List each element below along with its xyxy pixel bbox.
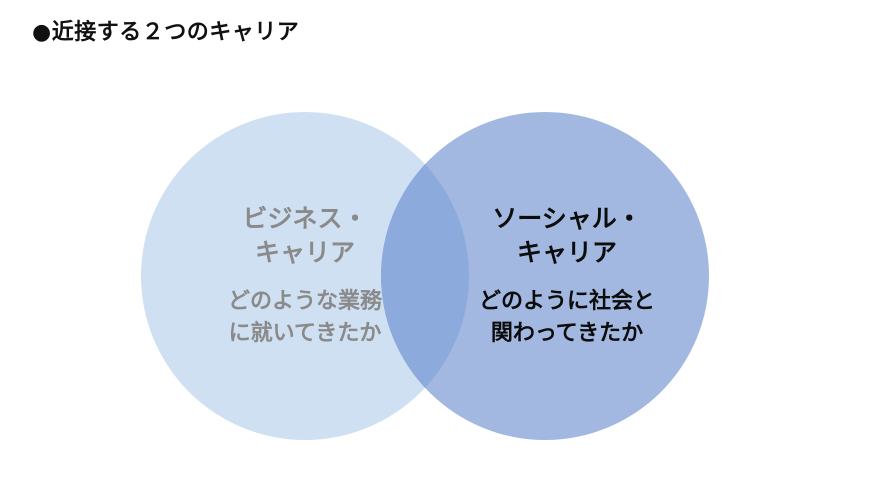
social-career-heading-line2: キャリア	[516, 238, 617, 267]
business-career-desc-line2: に就いてきたか	[228, 321, 382, 346]
page-title: ●近接する２つのキャリア	[32, 20, 300, 45]
social-career-desc-line2: 関わってきたか	[490, 321, 644, 346]
business-career-circle	[141, 112, 469, 440]
business-career-label: ビジネス・ キャリア どのような業務 に就いてきたか	[165, 202, 445, 350]
social-career-desc-line1: どのように社会と	[478, 289, 655, 314]
business-career-heading-line1: ビジネス・	[242, 204, 368, 233]
business-career-desc-line1: どのような業務	[227, 289, 382, 314]
business-career-heading-line2: キャリア	[254, 238, 355, 267]
social-career-heading-line1: ソーシャル・	[492, 204, 642, 233]
social-career-circle	[381, 112, 709, 440]
social-career-label: ソーシャル・ キャリア どのように社会と 関わってきたか	[432, 202, 702, 350]
